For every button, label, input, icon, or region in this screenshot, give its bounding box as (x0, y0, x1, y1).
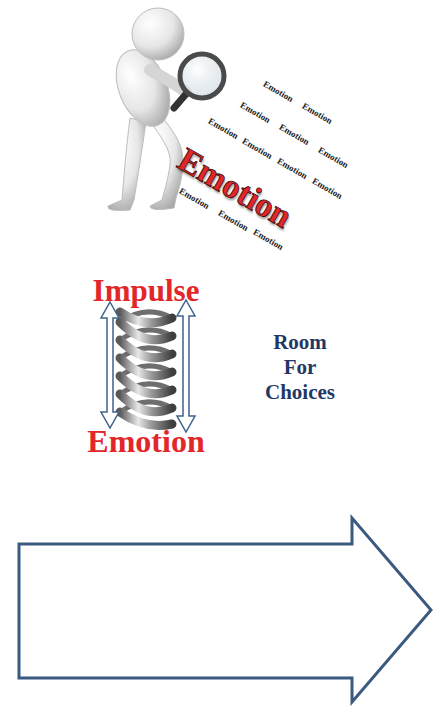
scattered-word: Emotion (310, 177, 343, 202)
impulse-label: Impulse (93, 275, 200, 308)
scattered-word: Emotion (277, 123, 310, 148)
block-arrow (19, 518, 431, 702)
scattered-word: Emotion (316, 146, 349, 171)
emotion-label: Emotion (87, 425, 204, 459)
double-arrow (177, 300, 195, 432)
scattered-word: Emotion (238, 101, 271, 126)
scattered-word: Emotion (240, 137, 273, 162)
scattered-word: Emotion (206, 117, 239, 142)
scattered-word: Emotion (261, 80, 294, 105)
double-arrow (101, 302, 119, 428)
scattered-word: Emotion (275, 157, 308, 182)
room-for-choices-label: Room For Choices (258, 330, 342, 406)
spring-symbol (120, 312, 172, 426)
scattered-word: Emotion (300, 102, 333, 127)
